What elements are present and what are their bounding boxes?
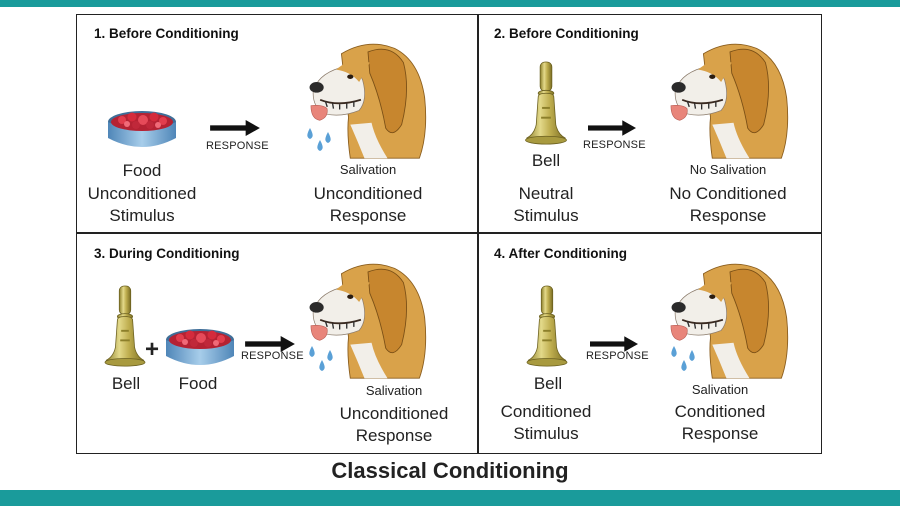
arrow-icon xyxy=(588,120,636,136)
stimulus-type-line2: Stimulus xyxy=(109,206,175,225)
drool-drop-icon xyxy=(306,128,314,140)
drool-drop-icon xyxy=(324,132,332,144)
stimulus-name: Food xyxy=(122,161,162,180)
drool-drop-icon xyxy=(688,350,696,362)
vertical-divider xyxy=(477,14,479,454)
response-type-line1: No Conditioned xyxy=(669,184,787,203)
response-type-line2: Response xyxy=(355,426,433,445)
diagram-title: Classical Conditioning xyxy=(331,458,569,483)
response-arrow-label: RESPONSE xyxy=(586,350,649,362)
food-bowl-icon xyxy=(164,326,236,372)
tongue-icon xyxy=(668,104,690,122)
panel-title: 3. During Conditioning xyxy=(94,246,240,261)
stimulus-type-line1: Neutral xyxy=(518,184,574,203)
response-type-line2: Response xyxy=(329,206,407,225)
stimulus-type-line2: Stimulus xyxy=(513,206,579,225)
tongue-icon xyxy=(668,324,690,342)
response-arrow-label: RESPONSE xyxy=(583,139,646,151)
drool-drop-icon xyxy=(680,360,688,372)
panel-title: 2. Before Conditioning xyxy=(494,26,639,41)
drool-drop-icon xyxy=(316,140,324,152)
response-type-line2: Response xyxy=(689,206,767,225)
bell-icon xyxy=(524,60,568,148)
stimulus-name-2: Food xyxy=(178,374,218,393)
food-bowl-icon xyxy=(106,108,178,154)
drool-drop-icon xyxy=(318,360,326,372)
bottom-accent-bar xyxy=(0,490,900,506)
panel-title: 4. After Conditioning xyxy=(494,246,627,261)
plus-sign: + xyxy=(144,336,159,363)
response-type-line2: Response xyxy=(681,424,759,443)
drool-drop-icon xyxy=(670,346,678,358)
effect-label: Salivation xyxy=(691,382,749,397)
diagram-frame xyxy=(76,14,822,454)
dog-icon xyxy=(660,36,800,160)
bell-icon xyxy=(526,284,568,370)
stimulus-name: Bell xyxy=(531,151,561,170)
stimulus-name: Bell xyxy=(533,374,563,393)
tongue-icon xyxy=(308,104,330,122)
response-arrow-label: RESPONSE xyxy=(206,140,269,152)
effect-label: Salivation xyxy=(365,383,423,398)
arrow-icon xyxy=(210,120,260,136)
tongue-icon xyxy=(308,324,330,342)
response-type-line1: Unconditioned xyxy=(313,184,423,203)
effect-label: Salivation xyxy=(339,162,397,177)
stimulus-type-line2: Stimulus xyxy=(513,424,579,443)
horizontal-divider xyxy=(76,232,822,234)
effect-label: No Salivation xyxy=(689,162,767,177)
top-accent-bar xyxy=(0,0,900,7)
stimulus-type-line1: Conditioned xyxy=(500,402,592,421)
bell-icon xyxy=(104,284,146,370)
response-type-line1: Unconditioned xyxy=(339,404,449,423)
response-arrow-label: RESPONSE xyxy=(241,350,304,362)
drool-drop-icon xyxy=(326,350,334,362)
drool-drop-icon xyxy=(308,346,316,358)
stimulus-type-line1: Unconditioned xyxy=(87,184,197,203)
panel-title: 1. Before Conditioning xyxy=(94,26,239,41)
stimulus-name: Bell xyxy=(111,374,141,393)
response-type-line1: Conditioned xyxy=(674,402,766,421)
